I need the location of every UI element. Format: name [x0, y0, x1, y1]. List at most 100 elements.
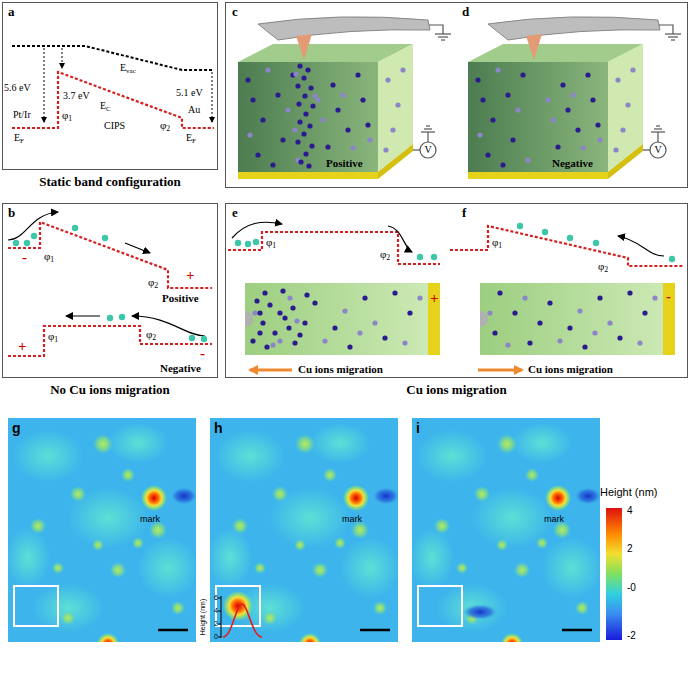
circle-shape [293, 71, 298, 76]
panel-caption: No Cu ions migration [3, 383, 217, 398]
circle-shape [302, 93, 307, 98]
path-shape [223, 604, 262, 637]
static-band-diagram [12, 46, 214, 128]
circle-shape [264, 344, 269, 349]
circle-shape [102, 235, 108, 241]
panel-letter: i [416, 420, 420, 436]
subscript: C [106, 105, 111, 113]
afm-map: h [210, 418, 398, 642]
use-shape [252, 290, 422, 349]
circle-shape [298, 159, 303, 164]
subscript: 1 [272, 241, 276, 250]
circle-shape [303, 111, 308, 116]
path-shape [618, 236, 664, 256]
circle-shape [593, 240, 599, 246]
use-shape [6, 418, 198, 655]
use-shape [468, 17, 681, 179]
inset-e [245, 283, 440, 370]
path-shape [480, 311, 488, 327]
circle-shape [417, 254, 423, 260]
subscript: 1 [498, 241, 502, 250]
energy-value: 5.1 eV [176, 87, 203, 99]
polarity-sign: - [666, 288, 671, 305]
line-shape [44, 48, 45, 122]
circle-shape [306, 163, 311, 168]
bias-label: Positive [326, 157, 363, 170]
circle-shape [305, 67, 310, 72]
circle-shape [267, 302, 272, 307]
level-name: Evac [120, 62, 136, 74]
panel-letter: c [232, 5, 238, 20]
path-shape [12, 72, 214, 128]
subscript: 1 [54, 335, 58, 344]
circle-shape [72, 225, 78, 231]
panel-letter: h [214, 420, 223, 436]
barrier-height: φ2 [598, 260, 608, 273]
energy-value: 3.7 eV [63, 90, 90, 102]
barrier-height: φ2 [148, 276, 158, 289]
line-shape [221, 596, 222, 638]
use-shape [487, 290, 657, 349]
panel-frame: aStatic band configuration [2, 2, 218, 170]
circle-shape [245, 241, 251, 247]
circle-shape [301, 131, 306, 136]
panel-caption: Cu ions migration [226, 383, 687, 398]
polarity-sign: - [200, 345, 205, 362]
circle-shape [542, 229, 548, 235]
barrier-height: φ2 [160, 119, 170, 132]
material-name: CIPS [104, 120, 125, 132]
panel-caption: Static band configuration [3, 175, 217, 190]
bias-label: Negative [160, 362, 201, 375]
circle-shape [277, 338, 282, 343]
circle-shape [201, 336, 207, 342]
cu-ion-dots [13, 225, 207, 342]
circle-shape [295, 139, 300, 144]
cu-ion-dots [235, 223, 675, 262]
colorbar-tick: 4 [627, 505, 633, 517]
electrode-name: Pt/Ir [13, 109, 31, 121]
barrier-height: φ2 [146, 328, 156, 341]
barrier-height: φ1 [266, 236, 276, 249]
circle-shape [24, 240, 30, 246]
circle-shape [253, 239, 259, 245]
circle-shape [294, 318, 299, 323]
path-shape [388, 226, 412, 252]
inset-f [478, 283, 675, 370]
circle-shape [310, 103, 315, 108]
path-shape [245, 311, 253, 327]
circle-shape [282, 315, 287, 320]
marker-label: mark [342, 514, 362, 524]
use-shape [410, 418, 602, 655]
polarity-sign: + [18, 338, 27, 355]
line-shape [66, 315, 100, 316]
line-shape [218, 624, 221, 625]
circle-shape [107, 315, 113, 321]
biased-band-diagrams [8, 212, 212, 356]
circle-shape [312, 93, 317, 98]
circle-shape [309, 143, 314, 148]
subscript: F [192, 137, 196, 145]
circle-shape [303, 151, 308, 156]
subscript: vac [126, 67, 136, 75]
subscript: 1 [50, 255, 54, 264]
panel-frame: efCu ions migration [225, 203, 688, 378]
path-shape [8, 212, 58, 240]
circle-shape [286, 325, 291, 330]
circle-shape [257, 310, 262, 315]
panel-letter: d [462, 5, 469, 20]
line-shape [218, 637, 221, 638]
barrier-height: φ2 [380, 248, 390, 261]
level-name: EF [14, 132, 24, 144]
voltage-symbol: V [425, 144, 432, 156]
panel-frame: cd [225, 2, 688, 188]
line-shape [218, 611, 221, 612]
bias-label: Positive [162, 292, 199, 305]
voltage-symbol: V [655, 144, 662, 156]
circle-shape [567, 235, 573, 241]
circle-shape [290, 305, 295, 310]
electrode-name: Au [188, 104, 200, 116]
subscript: 1 [68, 114, 72, 123]
colorbar-tick: 2 [627, 543, 633, 555]
panel-letter: f [462, 206, 466, 221]
circle-shape [296, 101, 301, 106]
